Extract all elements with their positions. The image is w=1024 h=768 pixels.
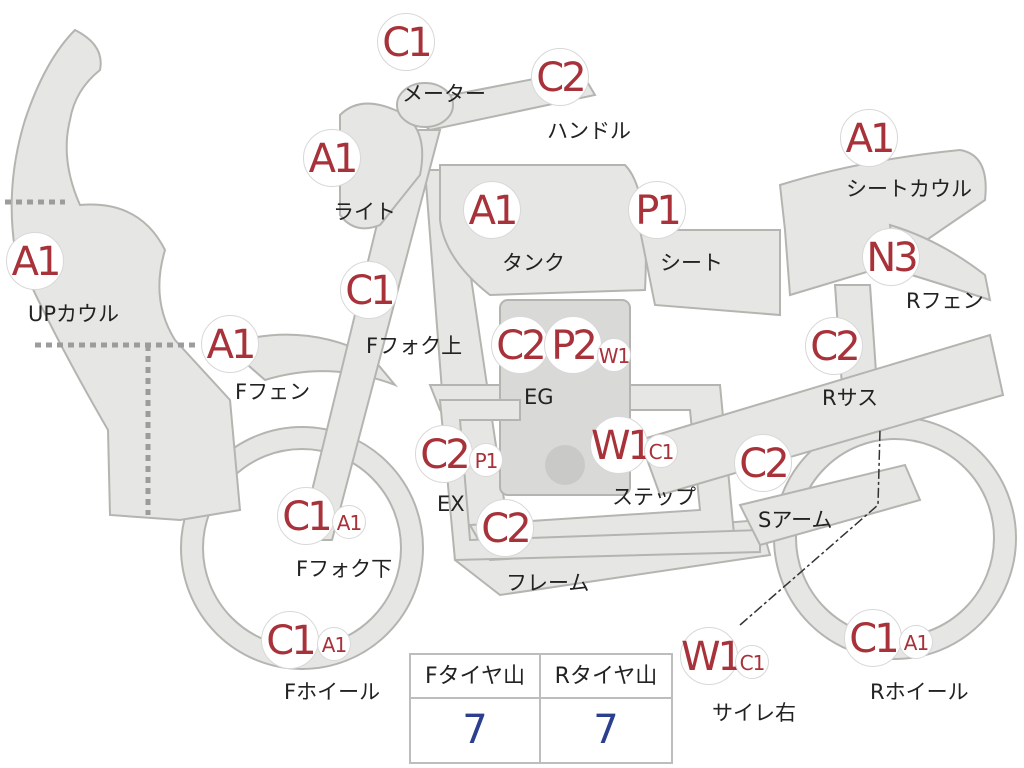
badge-f-fork-lower-a1: A1 [332, 505, 366, 539]
rear-tire-value: 7 [593, 707, 619, 753]
label-f-wheel: Fホイール [284, 680, 381, 704]
badge-muffler-w1: W1 [680, 627, 743, 685]
badge-step-c1: C1 [644, 434, 678, 468]
badge-light: A1 [303, 129, 361, 187]
badge-s-arm: C2 [734, 434, 792, 492]
badge-eg-w1: W1 [597, 338, 631, 372]
label-handle: ハンドル [547, 119, 631, 143]
badge-muffler-c1: C1 [735, 645, 769, 679]
meter [396, 82, 454, 128]
label-step: ステップ [612, 485, 696, 509]
badge-handle: C2 [531, 48, 589, 106]
badge-step-w1: W1 [590, 416, 653, 474]
badge-r-wheel-a1: A1 [899, 625, 933, 659]
label-ex: EX [437, 492, 465, 516]
rear-wheel [774, 417, 1016, 659]
front-fork [298, 129, 442, 541]
engine-cover [545, 445, 585, 485]
seat-cowl [778, 148, 987, 297]
front-tire-value: 7 [411, 699, 541, 762]
label-up-cowl: UPカウル [28, 302, 120, 326]
badge-f-wheel-c1: C1 [261, 611, 319, 669]
label-f-fender: Fフェン [235, 380, 311, 404]
badge-up-cowl: A1 [6, 232, 64, 290]
badge-seat-cowl: A1 [840, 109, 898, 167]
label-r-fender: Rフェン [906, 289, 984, 313]
badge-f-fork-upper: C1 [340, 261, 398, 319]
badge-r-fender: N3 [862, 228, 920, 286]
badge-eg-p2: P2 [544, 316, 602, 374]
label-s-arm: Sアーム [758, 508, 833, 532]
badge-f-fork-lower-c1: C1 [277, 487, 335, 545]
muffler-leader-line [739, 429, 881, 626]
label-r-wheel: Rホイール [870, 680, 969, 704]
label-tank: タンク [502, 251, 565, 275]
label-eg: EG [524, 385, 554, 409]
upper-cowl [10, 28, 242, 522]
front-wheel-outline [180, 426, 424, 670]
swing-arm [638, 333, 1005, 497]
badge-f-fender: A1 [201, 315, 259, 373]
badge-ex-c2: C2 [415, 425, 473, 483]
front-tire-header: Fタイヤ山 [411, 655, 541, 699]
badge-seat: P1 [628, 181, 686, 239]
badge-eg-c2: C2 [491, 316, 549, 374]
badge-meter: C1 [377, 13, 435, 71]
tire-tread-table: Fタイヤ山 Rタイヤ山 7 7 [409, 653, 673, 764]
label-f-fork-lower: Fフォク下 [296, 557, 393, 581]
label-meter: メーター [402, 82, 486, 106]
headlight [339, 102, 424, 230]
label-f-fork-upper: Fフォク上 [366, 334, 463, 358]
badge-ex-p1: P1 [469, 443, 503, 477]
badge-f-wheel-a1: A1 [317, 627, 351, 661]
badge-tank: A1 [463, 181, 521, 239]
label-r-sus: Rサス [822, 386, 879, 410]
label-frame: フレーム [506, 571, 590, 595]
label-muffler: サイレ右 [712, 701, 796, 725]
muffler [738, 463, 922, 547]
exhaust-pipe [438, 399, 761, 562]
rear-tire-header: Rタイヤ山 [541, 655, 671, 699]
label-seat-cowl: シートカウル [846, 177, 972, 201]
label-seat: シート [660, 251, 723, 275]
badge-r-sus: C2 [805, 317, 863, 375]
badge-frame: C2 [476, 499, 534, 557]
seat [638, 229, 781, 317]
label-light: ライト [333, 200, 396, 224]
badge-r-wheel-c1: C1 [844, 609, 902, 667]
